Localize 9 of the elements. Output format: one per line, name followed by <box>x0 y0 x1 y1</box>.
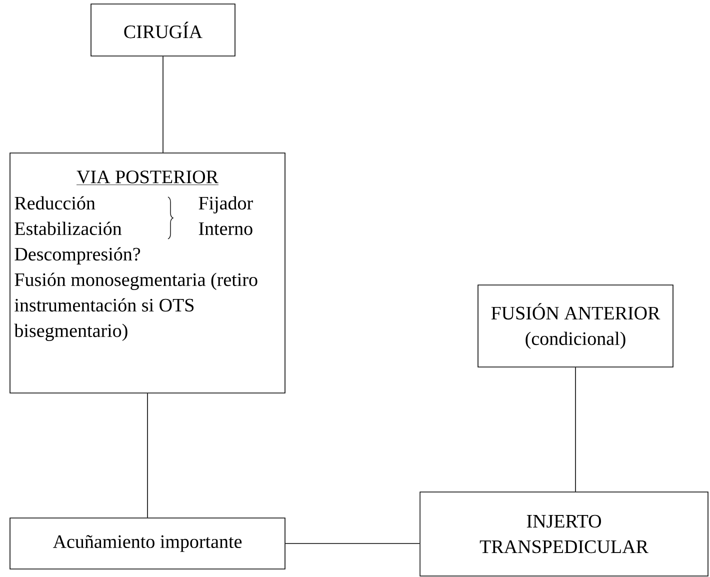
process-box: Acuñamiento importante <box>10 518 286 570</box>
connector-line <box>575 367 576 492</box>
connector-line <box>285 543 420 544</box>
connector-line <box>147 393 148 518</box>
connector-line <box>162 56 164 153</box>
process-box: INJERTO TRANSPEDICULAR <box>420 492 708 576</box>
process-box: VIA POSTERIOR Reducción Estabilización Fijador Interno Descompresión? Fusión monosegmentaria (retiro instrumentación si OTS bisegmentario) <box>10 152 286 394</box>
process-box: FUSIÓN ANTERIOR (condicional) <box>478 284 674 368</box>
process-box: CIRUGÍA <box>90 4 236 56</box>
